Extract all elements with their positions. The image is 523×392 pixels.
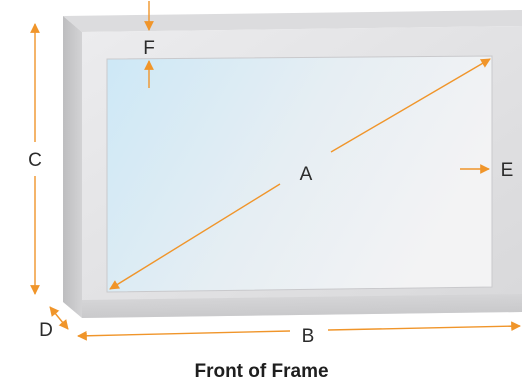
dimension-b-arrow-right xyxy=(327,321,521,332)
dimension-c: C xyxy=(28,23,42,295)
dimension-f-label: F xyxy=(143,38,155,59)
frame-top-edge xyxy=(63,10,522,32)
picture-frame xyxy=(63,10,522,318)
dimension-d-label: D xyxy=(39,320,53,341)
dimension-a-arrow-upper xyxy=(330,58,491,153)
dimension-a: A xyxy=(109,58,491,290)
dimension-c-label: C xyxy=(28,150,42,171)
dimension-f: F xyxy=(143,1,155,88)
dimension-e: E xyxy=(460,160,513,181)
dimension-b-arrow-left xyxy=(77,330,291,341)
dimension-d-arrow xyxy=(49,306,69,330)
glass-panel xyxy=(106,55,493,293)
frame-bottom-edge xyxy=(82,294,522,318)
dimension-a-arrow-lower xyxy=(109,183,281,290)
diagram-caption: Front of Frame xyxy=(194,361,329,382)
dimension-b: B xyxy=(77,321,521,347)
frame-left-side xyxy=(63,16,82,318)
dimension-a-label: A xyxy=(300,164,313,185)
dimension-e-label: E xyxy=(501,160,514,181)
dimension-b-label: B xyxy=(302,326,315,347)
dimension-d: D xyxy=(39,306,69,341)
